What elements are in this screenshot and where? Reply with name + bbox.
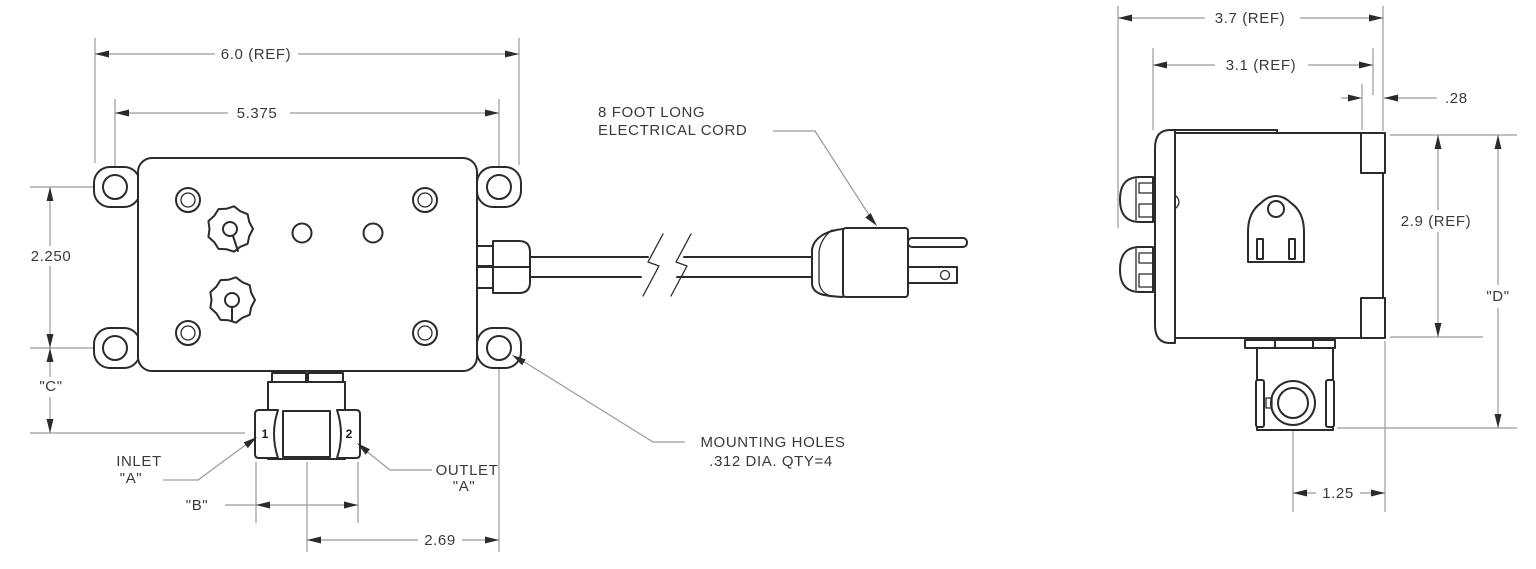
leader-lines [163,130,877,481]
cord-label-line2: ELECTRICAL CORD [598,122,747,139]
outlet-fitting [336,409,361,459]
side-view [1119,129,1386,431]
mounting-hole [486,335,512,361]
plug-prong [907,237,968,248]
dim-c-label: "C" [39,378,62,395]
dim-body-depth: 3.1 (REF) [1226,57,1296,74]
dim-tab-offset: .28 [1445,90,1468,107]
panel-hole [291,222,313,244]
outlet-label-line1: OUTLET [436,462,499,479]
cord-label-line1: 8 FOOT LONG [598,104,705,121]
ground-pin-hole [1267,200,1285,218]
annotations: 6.0 (REF) 5.375 2.250 "C" "B" 2.69 INLET… [31,10,1509,549]
outlet-label-line2: "A" [453,478,475,495]
mounting-hole [486,174,512,200]
break-symbol [670,233,692,297]
power-receptacle [1247,195,1305,263]
inlet-fitting [254,409,279,459]
side-knob [1119,176,1154,223]
power-plug [811,227,968,298]
break-symbol [642,233,664,297]
inlet-label-line1: INLET [116,453,162,470]
port-2-number: 2 [346,427,353,441]
inlet-label-line2: "A" [120,470,142,487]
valve-block: 1 2 [254,372,361,460]
cord-leader [773,130,872,219]
dim-overall-width: 6.0 (REF) [221,46,291,63]
adjustment-knob [207,205,254,253]
cover-screws [175,187,438,346]
enclosure-body [137,157,478,372]
dim-hole-spacing-h: 5.375 [237,105,278,122]
prong-hole [939,269,951,281]
dim-d-label: "D" [1486,288,1509,305]
plug-body [842,227,909,298]
inlet-leader [163,443,248,481]
mounting-tab [1360,132,1386,174]
mounting-tab [1360,297,1386,339]
valve-port [1270,380,1316,426]
cover-flange [1154,129,1176,344]
plug-boot [811,228,844,298]
receptacle-slot [1256,238,1264,260]
dim-overall-depth: 3.7 (REF) [1215,10,1285,27]
mounting-label-line2: .312 DIA. QTY=4 [709,453,833,470]
adjustment-knob [209,276,256,324]
cable-gland [476,240,531,294]
front-view: 1 2 [93,157,968,460]
dim-b-label: "B" [186,497,208,514]
dimension-lines [46,14,1502,544]
dim-hole-spacing-v: 2.250 [31,248,72,265]
valve-port-face [282,410,331,458]
enclosure-side [1174,132,1384,339]
mounting-hole [102,335,128,361]
mounting-label-line1: MOUNTING HOLES [700,434,845,451]
dim-port-center-offset: 1.25 [1322,485,1354,502]
outlet-leader [364,449,432,471]
receptacle-slot [1288,238,1296,260]
dim-outlet-to-hole: 2.69 [424,532,456,549]
side-knob [1119,246,1154,293]
extension-lines [30,6,1517,552]
dim-body-height: 2.9 (REF) [1401,213,1471,230]
valve-side [1244,339,1336,431]
electrical-cord [529,233,813,297]
mounting-leader [517,357,685,443]
panel-hole [362,222,384,244]
port-1-number: 1 [262,427,269,441]
hinge-bump [1174,194,1180,210]
mounting-hole [102,174,128,200]
